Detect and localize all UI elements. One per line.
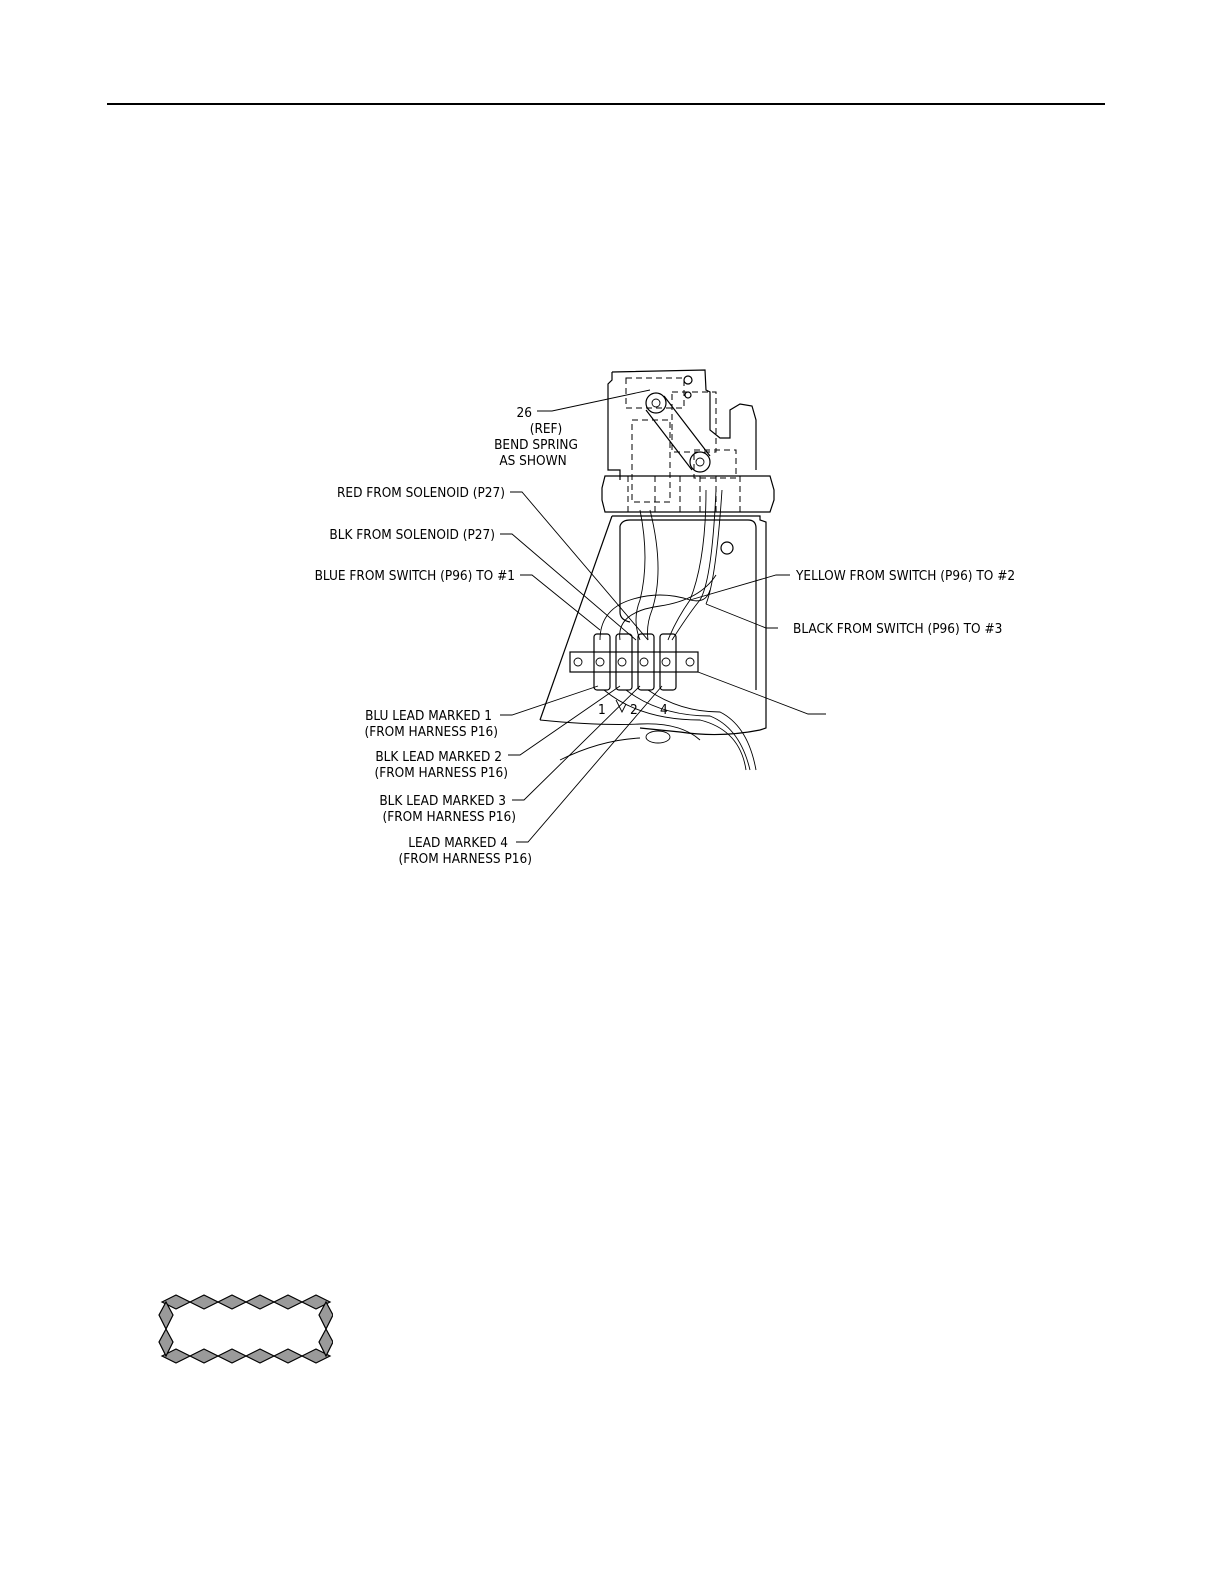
zigzag-frame-icon <box>158 1294 333 1364</box>
callout-labels: 26 (REF) BEND SPRING AS SHOWN RED FROM S… <box>315 405 1016 867</box>
blu-lead-1-label: BLU LEAD MARKED 1 <box>365 708 492 724</box>
blk-lead-3-harness-label: (FROM HARNESS P16) <box>383 809 517 825</box>
blue-switch-label: BLUE FROM SWITCH (P96) TO #1 <box>315 568 515 584</box>
terminal-mark-4: 4 <box>660 702 668 718</box>
lead-4-harness-label: (FROM HARNESS P16) <box>399 851 533 867</box>
collar-band <box>601 475 775 513</box>
switch-bracket <box>607 369 757 503</box>
wires <box>539 489 757 771</box>
blk-lead-2-harness-label: (FROM HARNESS P16) <box>375 765 509 781</box>
header-rule <box>107 103 1105 105</box>
black-switch-label: BLACK FROM SWITCH (P96) TO #3 <box>793 621 1002 637</box>
ref-label: (REF) <box>530 421 563 437</box>
lead-4-label: LEAD MARKED 4 <box>408 835 508 851</box>
leader-lines <box>500 389 826 843</box>
terminal-strip <box>569 633 699 691</box>
terminal-mark-1: 1 <box>598 702 606 718</box>
terminal-marks: 1 2 4 <box>598 699 668 718</box>
blk-lead-3-label: BLK LEAD MARKED 3 <box>379 793 506 809</box>
bend-spring-label: BEND SPRING <box>494 437 578 453</box>
main-plate <box>539 515 767 744</box>
red-solenoid-label: RED FROM SOLENOID (P27) <box>337 485 505 501</box>
blk-lead-2-label: BLK LEAD MARKED 2 <box>375 749 502 765</box>
blk-solenoid-label: BLK FROM SOLENOID (P27) <box>329 527 495 543</box>
terminal-mark-2: 2 <box>630 702 638 718</box>
ref-number-label: 26 <box>517 405 532 421</box>
blu-lead-1-harness-label: (FROM HARNESS P16) <box>365 724 499 740</box>
as-shown-label: AS SHOWN <box>499 453 566 469</box>
yellow-switch-label: YELLOW FROM SWITCH (P96) TO #2 <box>795 568 1015 584</box>
